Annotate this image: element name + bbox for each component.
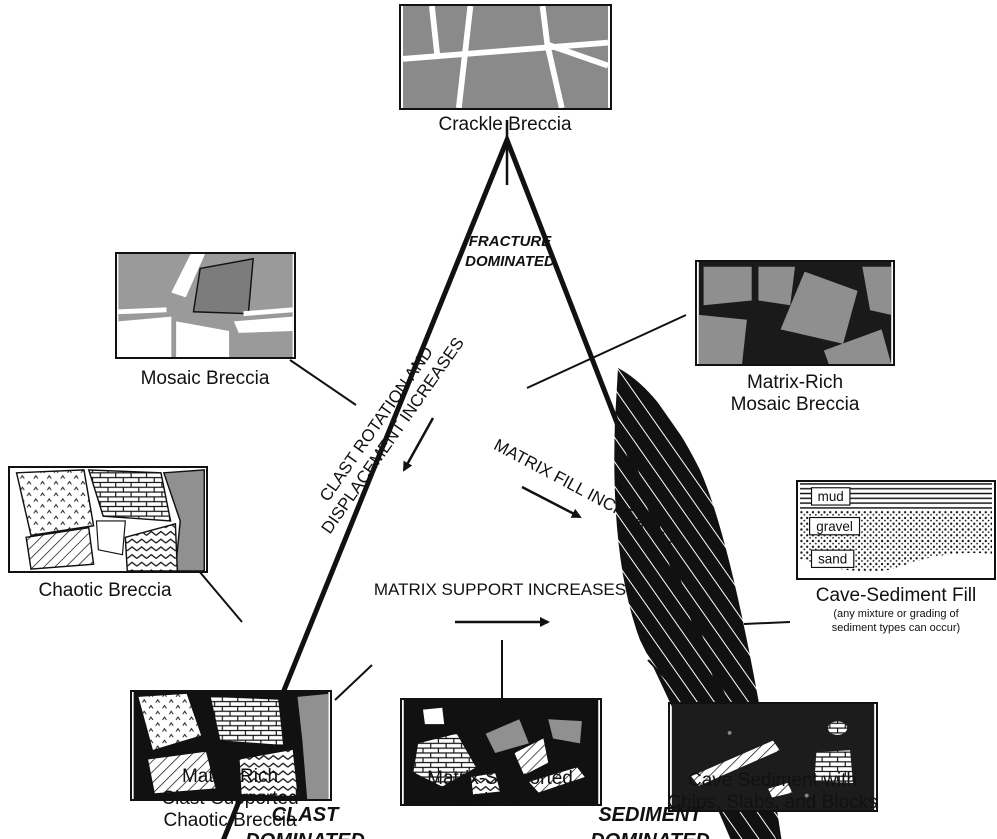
clast-dominated-line1: CLAST [271,804,339,826]
cave-sediment-chips-image [668,702,878,812]
fracture-dominated-label: FRACTURE DOMINATED [450,232,570,272]
matrix-supported-image [400,698,602,806]
cave-fill-pointer-line [743,621,791,625]
cave-sediment-pointer-line [647,659,691,706]
cave-sediment-chips-line1: Cave Sediment with [688,770,857,791]
mosaic-pointer-line [289,359,357,406]
sediment-dominated-line1: SEDIMENT [598,804,702,826]
gravel-tag: gravel [816,519,853,534]
matrix-rich-mosaic-breccia-image [695,260,895,366]
mosaic-breccia-label: Mosaic Breccia [140,368,270,389]
mosaic-breccia-image [115,252,296,359]
crackle-breccia-label: Crackle Breccia [438,114,572,135]
matrix-supported-label: Matrix-Supported Chaotic Breccia [400,768,600,812]
sand-tag: sand [818,552,847,567]
rotation-arrow [402,417,435,472]
clast-dominated-line2: DOMINATED [230,828,380,839]
matrix-rich-mosaic-line2: Mosaic Breccia [730,394,860,415]
cave-sediment-fill-note-line1: (any mixture or grading of [833,608,959,620]
cave-sediment-chips-line2: Chips, Slabs, and Blocks [667,792,878,813]
matrix-rich-mosaic-breccia-label: Matrix-Rich Mosaic Breccia [700,372,890,416]
matrix-supported-line1: Matrix-Supported [427,768,573,789]
sediment-dominated-line2: DOMINATED [575,828,725,839]
cave-sediment-fill-label: Cave-Sediment Fill (any mixture or gradi… [796,585,996,635]
classification-triangle [221,133,782,839]
matrix-rich-clast-line1: Matrix-Rich [181,766,279,787]
crackle-breccia-image [399,4,612,110]
fracture-dominated-line2: DOMINATED [465,253,555,270]
clast-dominated-label: CLAST DOMINATED [230,802,380,839]
matrix-fill-arrow [521,485,582,519]
cave-sediment-chips-label: Cave Sediment with Chips, Slabs, and Blo… [660,770,885,814]
matrix-rich-clast-line3: Chaotic Breccia [163,810,297,831]
matrix-supported-line2: Chaotic Breccia [433,790,567,811]
sediment-dominated-label: SEDIMENT DOMINATED [575,802,725,839]
matrix-support-trend-label: MATRIX SUPPORT INCREASES [373,580,627,599]
cave-sediment-fill-image: mud gravel sand [796,480,996,580]
fracture-dominated-line1: FRACTURE [468,233,552,250]
matrix-rich-clast-supported-label: Matrix-Rich Clast-Supported Chaotic Brec… [130,766,330,832]
matrix-rich-clast-pointer-line [334,664,373,701]
matrix-rich-mosaic-pointer-line [526,314,687,389]
chaotic-breccia-image [8,466,208,573]
cave-sediment-fill-note-line2: sediment types can occur) [831,622,961,634]
matrix-rich-clast-line2: Clast-Supported [161,788,299,809]
chaotic-breccia-label: Chaotic Breccia [38,580,172,601]
mud-tag: mud [818,489,844,504]
cave-sediment-fill-title: Cave-Sediment Fill [815,585,977,606]
matrix-rich-mosaic-line1: Matrix-Rich [746,372,844,393]
matrix-rich-clast-supported-image [130,690,332,801]
